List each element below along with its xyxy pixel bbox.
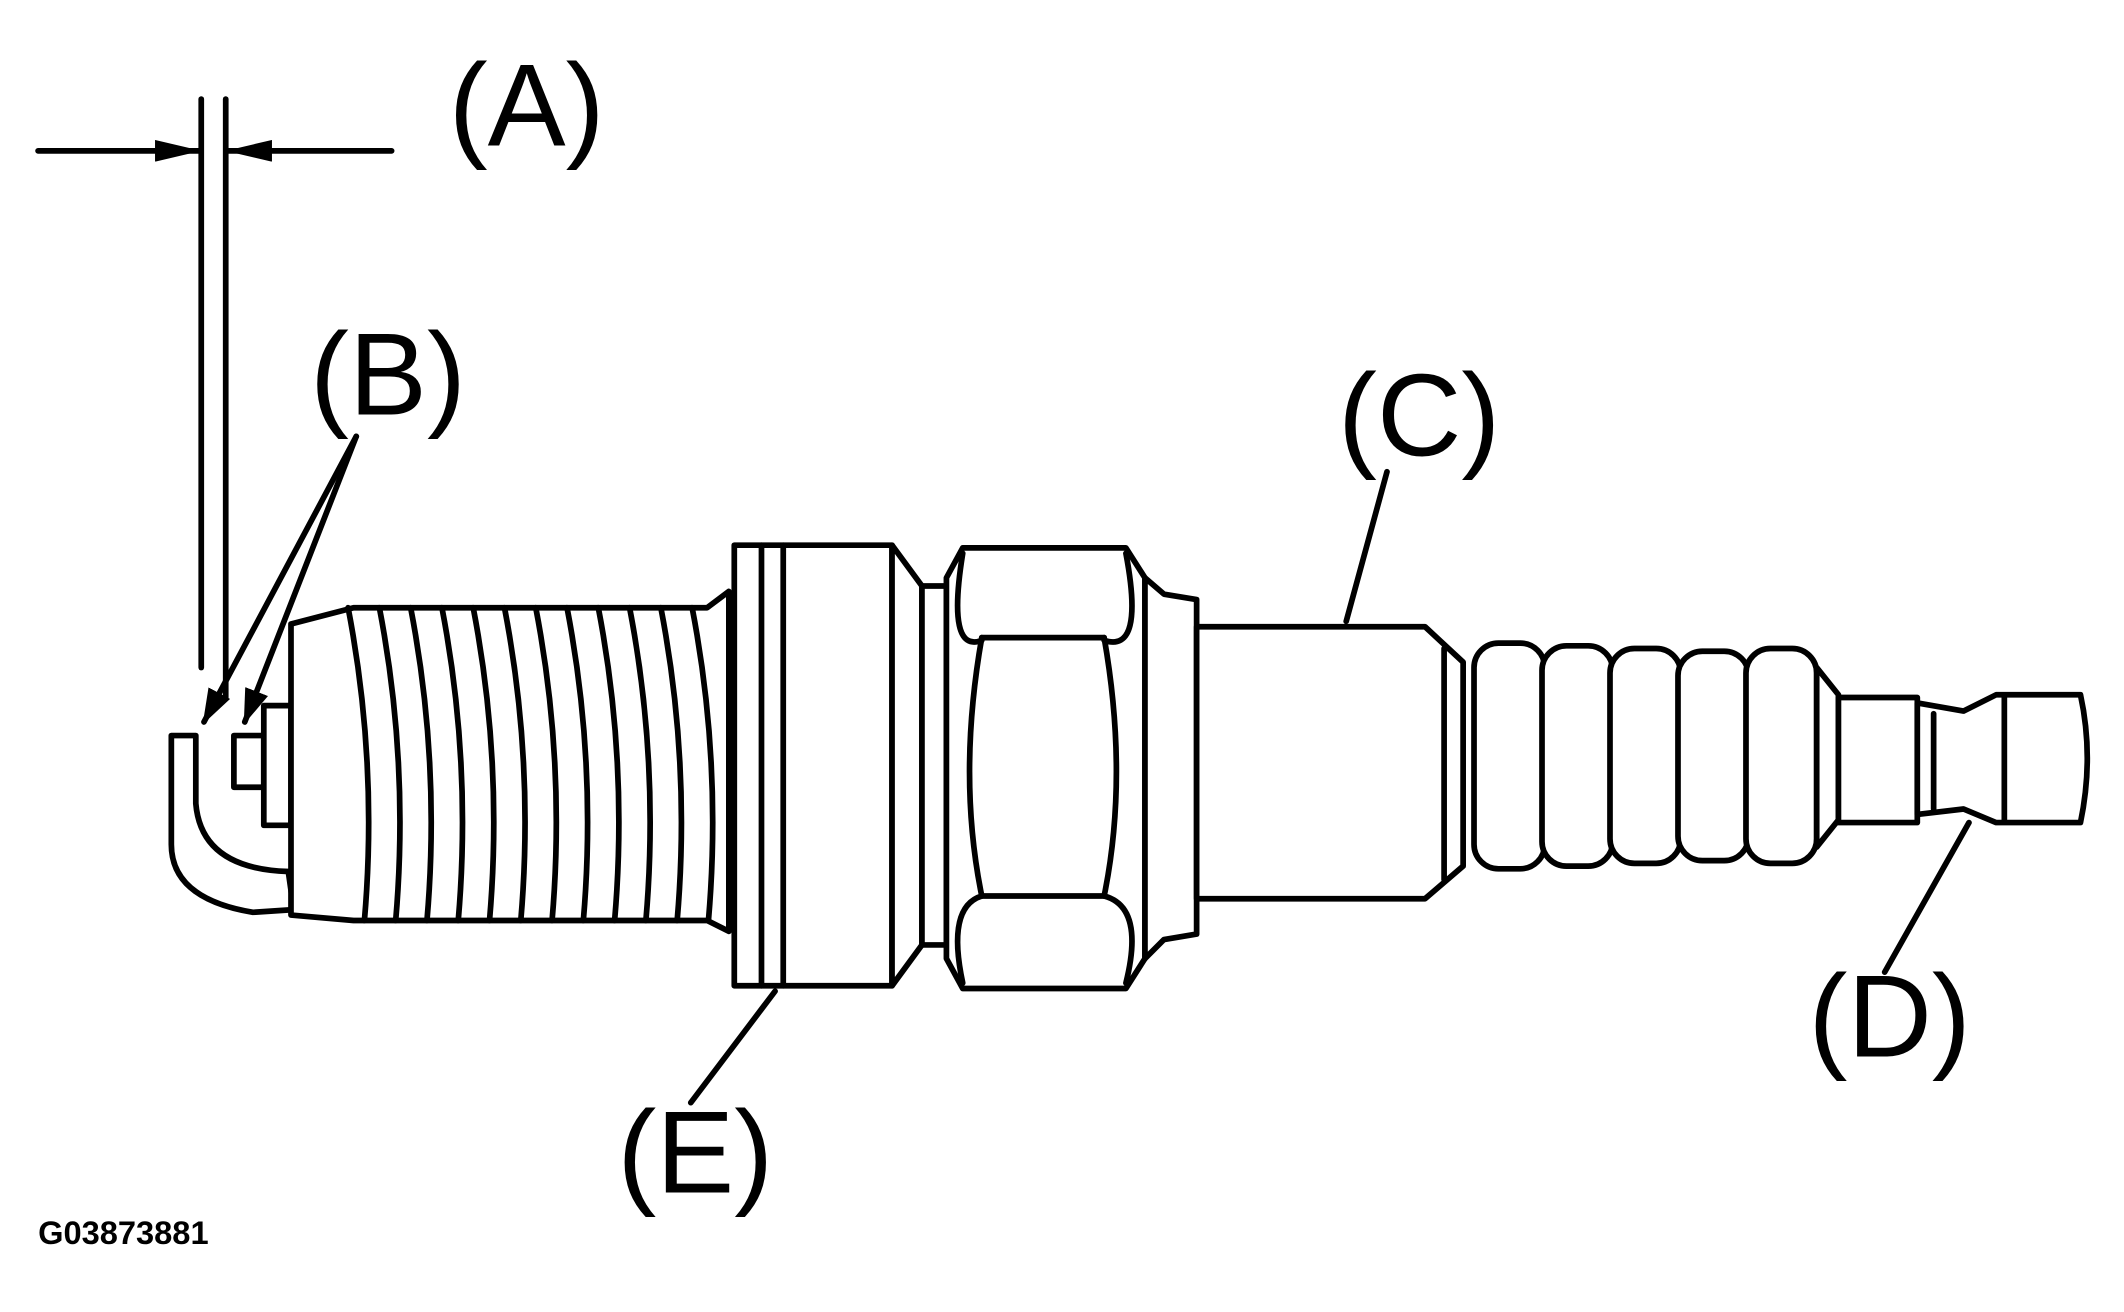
label-a: (A)	[449, 39, 605, 170]
electrodes	[168, 433, 360, 916]
label-b: (B)	[310, 309, 466, 440]
insulator-body	[1193, 623, 1466, 902]
insulator-ribs	[1471, 640, 1842, 872]
threaded-shell	[288, 588, 732, 935]
thread-line	[658, 604, 685, 924]
thread-line	[564, 604, 591, 924]
thread-line	[501, 604, 528, 924]
thread-line	[345, 604, 372, 924]
thread-line	[626, 604, 653, 924]
hex-nut	[943, 545, 1200, 992]
leader-lines	[687, 468, 1972, 1106]
thread-line	[470, 604, 497, 924]
thread-lines	[345, 604, 716, 924]
label-e: (E)	[617, 1086, 773, 1217]
figure-id: G03873881	[38, 1214, 209, 1251]
gap-dimension	[35, 96, 395, 701]
thread-line	[689, 604, 716, 924]
thread-line	[595, 604, 622, 924]
label-d: (D)	[1809, 950, 1971, 1081]
label-c: (C)	[1338, 349, 1500, 480]
thread-line	[439, 604, 466, 924]
thread-line	[407, 604, 435, 924]
thread-line	[532, 604, 560, 924]
gasket-seat	[731, 542, 950, 989]
terminal	[1835, 691, 2091, 826]
thread-line	[376, 604, 403, 924]
